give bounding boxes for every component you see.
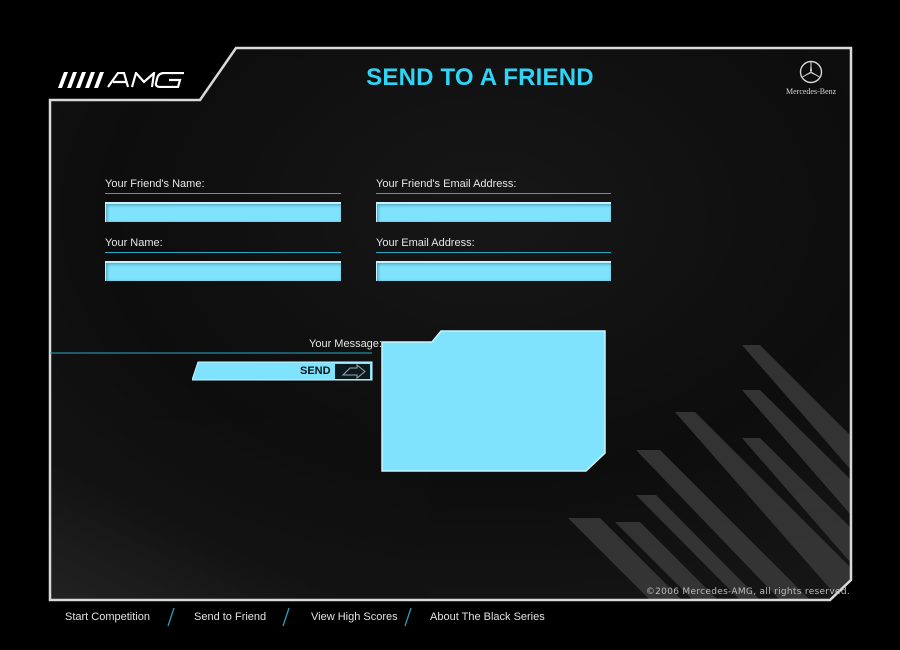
mercedes-benz-wordmark: Mercedes-Benz <box>786 87 837 96</box>
slash-separator-icon <box>404 607 412 627</box>
your-name-label: Your Name: <box>105 237 163 249</box>
nav-start-competition[interactable]: Start Competition <box>65 611 150 623</box>
friend-email-input[interactable] <box>376 202 611 222</box>
friend-email-label: Your Friend's Email Address: <box>376 178 517 190</box>
your-name-input[interactable] <box>105 261 341 281</box>
send-button-label: SEND <box>300 365 331 377</box>
friend-name-label: Your Friend's Name: <box>105 178 205 190</box>
nav-about-black-series[interactable]: About The Black Series <box>430 611 545 623</box>
stripe-decoration <box>50 345 851 600</box>
nav-send-to-friend[interactable]: Send to Friend <box>194 611 267 623</box>
slash-separator-icon <box>167 607 175 627</box>
send-button[interactable]: SEND <box>192 360 373 382</box>
your-email-input[interactable] <box>376 261 611 281</box>
bottom-nav: Start Competition Send to Friend View Hi… <box>0 605 900 631</box>
your-email-label: Your Email Address: <box>376 237 475 249</box>
amg-logo <box>58 72 184 88</box>
message-textarea[interactable] <box>386 347 600 465</box>
copyright-text: ©2006 Mercedes-AMG, all rights reserved. <box>645 587 850 597</box>
send-button-shape <box>192 361 373 381</box>
mercedes-star-icon <box>799 60 823 84</box>
your-email-rule <box>376 252 611 253</box>
arrow-right-icon <box>341 364 366 379</box>
friend-name-rule <box>105 193 341 194</box>
message-label: Your Message: <box>309 338 382 350</box>
your-name-rule <box>105 252 341 253</box>
nav-view-high-scores[interactable]: View High Scores <box>311 611 398 623</box>
friend-email-rule <box>376 193 611 194</box>
page-title: SEND TO A FRIEND <box>366 64 594 91</box>
friend-name-input[interactable] <box>105 202 341 222</box>
mercedes-benz-logo: Mercedes-Benz <box>786 60 836 96</box>
slash-separator-icon <box>282 607 290 627</box>
